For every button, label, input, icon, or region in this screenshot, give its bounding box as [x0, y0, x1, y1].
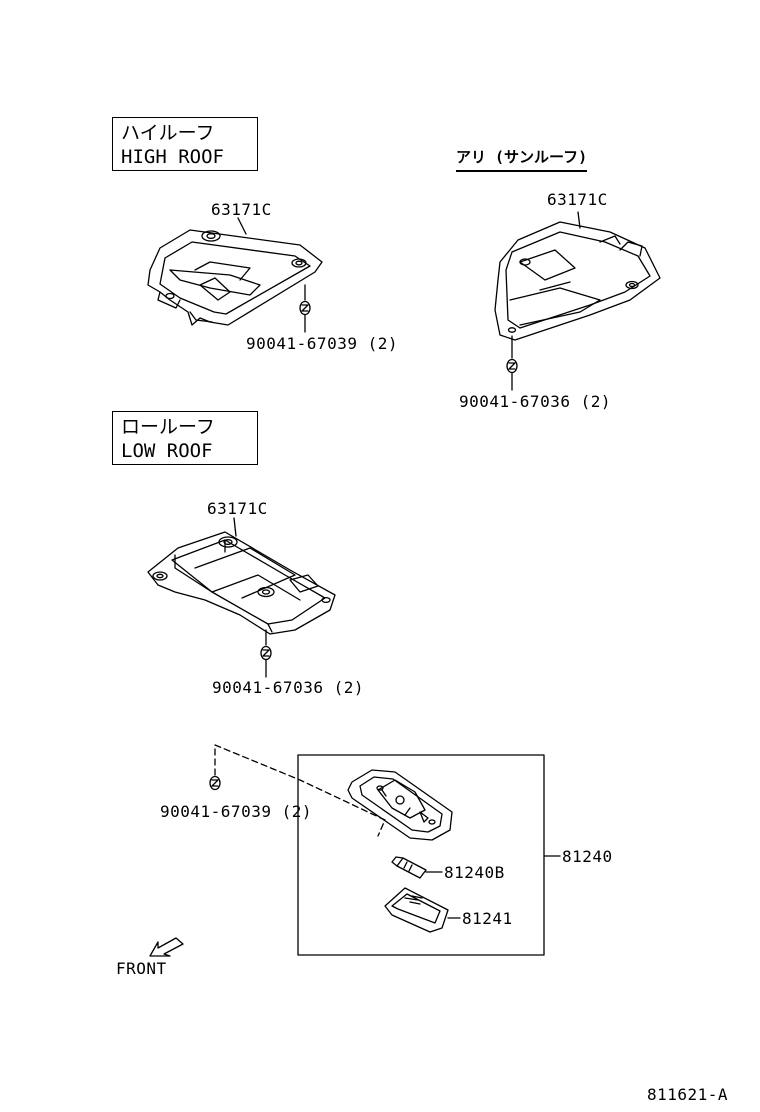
low-roof-heading-jp: ロールーフ — [121, 416, 215, 438]
low-roof-bracket-drawing — [147, 531, 336, 635]
leader-line — [233, 517, 237, 537]
part-label-lamp-assembly: 81240 — [562, 847, 613, 866]
low-roof-heading-box: ロールーフ LOW ROOF — [112, 411, 258, 465]
diagram-code: 811621-A — [647, 1085, 729, 1104]
part-label-sunroof-bracket: 63171C — [547, 190, 608, 209]
high-roof-bracket-drawing — [147, 229, 323, 326]
part-label-lens: 81241 — [462, 909, 513, 928]
front-arrow-icon — [149, 937, 184, 957]
leader-line — [237, 217, 247, 235]
part-label-low-screw: 90041-67036 (2) — [212, 678, 364, 697]
part-label-lamp-screw: 90041-67039 (2) — [160, 802, 312, 821]
lamp-assembly-frame — [297, 754, 545, 956]
front-label: FRONT — [116, 959, 167, 978]
sunroof-heading: アリ (サンルーフ) — [456, 146, 588, 172]
leader-line — [577, 211, 581, 229]
low-roof-heading-en: LOW ROOF — [121, 440, 213, 462]
sunroof-screw-drawing — [506, 358, 518, 374]
lamp-housing-drawing — [347, 769, 453, 841]
sunroof-bracket-drawing — [494, 221, 661, 341]
bulb-drawing — [391, 856, 427, 879]
high-roof-screw-drawing — [299, 300, 311, 316]
high-roof-heading-box: ハイルーフ HIGH ROOF — [112, 117, 258, 171]
part-label-high-bracket: 63171C — [211, 200, 272, 219]
high-roof-heading-jp: ハイルーフ — [121, 122, 215, 144]
high-roof-heading-en: HIGH ROOF — [121, 146, 224, 168]
part-label-sunroof-screw: 90041-67036 (2) — [459, 392, 611, 411]
part-label-low-bracket: 63171C — [207, 499, 268, 518]
lens-drawing — [384, 887, 449, 933]
part-label-high-screw: 90041-67039 (2) — [246, 334, 398, 353]
dashed-guide-line — [214, 744, 386, 837]
lamp-screw-drawing — [209, 775, 221, 791]
low-roof-screw-drawing — [260, 645, 272, 661]
part-label-bulb: 81240B — [444, 863, 505, 882]
